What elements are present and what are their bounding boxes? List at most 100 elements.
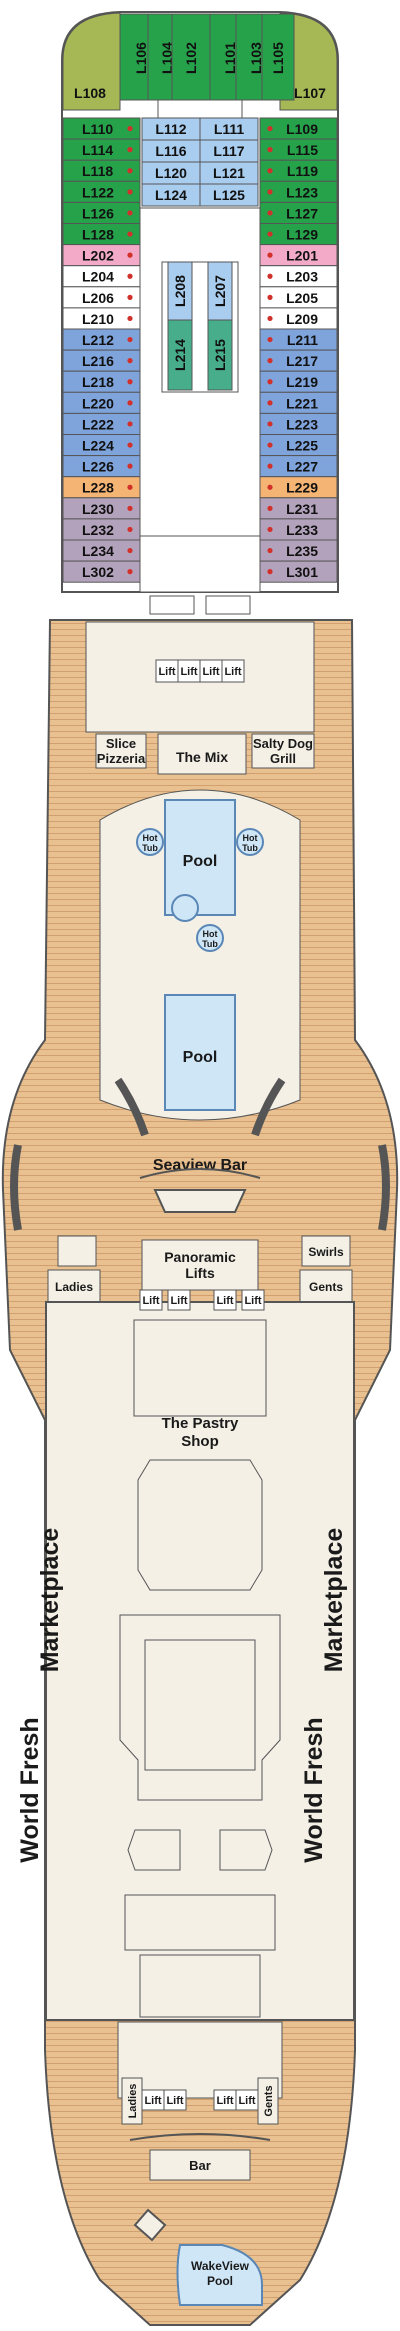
berth-marker: [127, 125, 133, 132]
gents-aft-label: Gents: [263, 2085, 275, 2116]
cabin-label-l215: L215: [212, 339, 228, 371]
hot-tub-label: Hot: [143, 833, 158, 843]
cabin-label-l111: L111: [214, 121, 245, 137]
cabin-l105: [261, 13, 295, 101]
cabin-label-l118: L118: [82, 163, 113, 179]
cabin-label-l119: L119: [287, 163, 318, 179]
hot-tub: [236, 828, 264, 856]
swirls-label: Swirls: [308, 1245, 344, 1259]
berth-marker: [127, 421, 133, 427]
marketplace-left-label: Marketplace: [36, 1528, 64, 1673]
port-viewing-arc: [10, 1144, 22, 1231]
cabin-label-l211: L211: [287, 332, 318, 348]
cabin-label-l229: L229: [286, 480, 318, 496]
lift-label: Lift: [216, 1295, 233, 1307]
cabin-label-l218: L218: [82, 374, 114, 390]
lift-car: [213, 1289, 237, 1311]
cabin-label-l108: L108: [74, 85, 106, 101]
cabin-label-l302: L302: [82, 564, 114, 580]
berth-marker: [127, 400, 133, 406]
berth-marker: [267, 147, 273, 153]
aft-bar: [149, 2149, 251, 2181]
cabin-label-l104: L104: [159, 42, 175, 74]
hot-tub-label: Hot: [243, 833, 258, 843]
cabin-label-l217: L217: [286, 353, 318, 369]
cabin-label-l128: L128: [82, 227, 114, 243]
berth-marker: [127, 189, 133, 195]
aft-bar-arc: [129, 2133, 271, 2141]
berth-marker: [267, 273, 273, 279]
seaview-bar-counter: [153, 1189, 247, 1213]
berth-marker: [267, 569, 273, 575]
grill-label: Grill: [270, 751, 296, 766]
cabin-label-l210: L210: [82, 311, 114, 327]
berth-marker: [127, 484, 133, 490]
lift-label: Lift: [180, 666, 197, 678]
slice-pizzeria: [95, 733, 147, 769]
cabin-label-l114: L114: [82, 142, 113, 158]
hot-tub-label: Tub: [142, 843, 158, 853]
cabin-label-l116: L116: [155, 143, 186, 159]
gents-aft: [257, 2077, 279, 2125]
ladies-mid-label: Ladies: [55, 1280, 93, 1294]
lifts-label: Lifts: [185, 1265, 215, 1281]
berth-marker: [127, 336, 133, 343]
cabin-label-l107: L107: [294, 85, 326, 101]
berth-marker: [267, 189, 273, 195]
berth-marker: [127, 273, 133, 279]
cabin-label-l223: L223: [286, 416, 318, 432]
slice-label: Slice: [106, 736, 136, 751]
ladies-mid: [47, 1269, 101, 1303]
berth-marker: [267, 358, 273, 364]
cabin-label-l127: L127: [286, 205, 318, 221]
berth-marker: [127, 168, 133, 174]
bar-label: Bar: [189, 2158, 211, 2173]
buffet-counter-aft: [124, 1894, 276, 1951]
cabin-label-l225: L225: [286, 438, 318, 454]
buffet-counter-left: [127, 1829, 181, 1871]
cabin-label-l207: L207: [212, 275, 228, 307]
pool-upper-label: Pool: [183, 853, 218, 870]
pastry-shop: [133, 1319, 267, 1417]
cabin-label-l202: L202: [82, 248, 114, 264]
cabin-label-l208: L208: [172, 275, 188, 307]
aft-cabin-stairs: [149, 595, 251, 615]
cabin-label-l201: L201: [286, 248, 318, 264]
lift-label: Lift: [216, 2095, 233, 2107]
pool-deck: [99, 789, 301, 1121]
buffet-island-core: [144, 1639, 256, 1771]
lift-car: [163, 2089, 187, 2111]
berth-marker: [267, 231, 273, 237]
ladies-aft-label: Ladies: [127, 2084, 139, 2119]
the-mix: [157, 733, 247, 775]
cabin-label-l124: L124: [155, 187, 187, 203]
cabin-label-l110: L110: [82, 121, 113, 137]
forward-stairwell: [157, 99, 243, 119]
lift-car: [167, 1289, 191, 1311]
aft-lift-lobby: [117, 2021, 283, 2099]
berth-marker: [267, 379, 273, 385]
berth-marker: [127, 379, 133, 385]
berth-marker: [267, 125, 273, 132]
ladies-aft: [121, 2077, 143, 2125]
berth-marker: [127, 463, 133, 469]
cabin-l215: [207, 319, 233, 391]
cabin-label-l224: L224: [82, 438, 114, 454]
cabin-label-l233: L233: [286, 522, 318, 538]
pool-lower: [164, 994, 236, 1111]
cabin-label-l126: L126: [82, 205, 114, 221]
port-stair-arc: [114, 1077, 149, 1137]
salty-dog-grill: [251, 733, 315, 769]
gents-mid: [299, 1269, 353, 1303]
cabin-l208: [167, 261, 193, 321]
cabin-label-l109: L109: [286, 121, 318, 137]
hot-tub-label: Tub: [242, 843, 258, 853]
wakeview-label: WakeView: [191, 2259, 250, 2273]
